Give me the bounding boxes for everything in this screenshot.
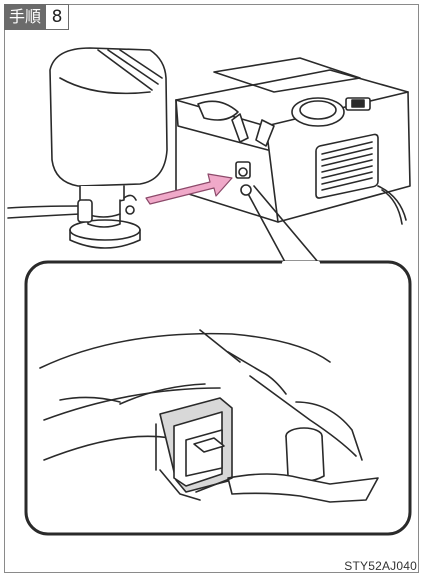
sealant-bottle <box>8 48 167 248</box>
figure-code: STY52AJ040 <box>344 559 417 573</box>
compressor <box>176 58 410 224</box>
